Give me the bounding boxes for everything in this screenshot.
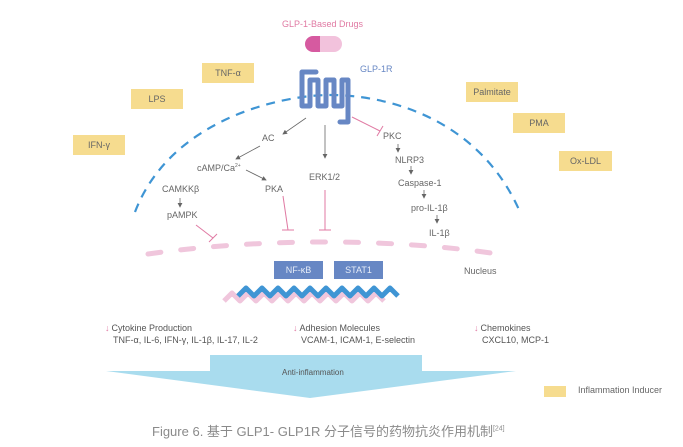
inducer-tnf-alpha: TNF-α: [202, 63, 254, 83]
effect-title: Adhesion Molecules: [299, 323, 381, 333]
effect-adhesion: ↓Adhesion Molecules VCAM-1, ICAM-1, E-se…: [293, 322, 415, 346]
arrow-receptor-ac: [282, 117, 307, 135]
cell-membrane: [133, 93, 522, 213]
down-arrow-icon: ↓: [293, 323, 298, 333]
dna-helix-icon: [222, 285, 400, 304]
node-camkkb: CAMKKβ: [162, 184, 200, 194]
node-pkc: PKC: [383, 131, 402, 141]
legend-label: Inflammation Inducer: [578, 385, 663, 395]
node-camp-ca-text: cAMP/Ca: [197, 163, 236, 173]
glp1r-receptor-icon: [299, 69, 351, 125]
inducer-ox-ldl: Ox-LDL: [559, 151, 612, 171]
node-pka: PKA: [265, 184, 284, 194]
inhibit-erk-nucleus: [319, 190, 331, 231]
tf-nfkb: NF-κB: [274, 261, 323, 279]
inducer-lps: LPS: [131, 89, 183, 109]
effect-chemokines: ↓Chemokines CXCL10, MCP-1: [474, 322, 549, 346]
node-erk: ERK1/2: [309, 172, 341, 182]
inducer-palmitate: Palmitate: [466, 82, 518, 102]
effect-items: VCAM-1, ICAM-1, E-selectin: [301, 335, 416, 345]
anti-inflammation-arrow: [106, 355, 516, 398]
effect-items: CXCL10, MCP-1: [482, 335, 550, 345]
drug-label: GLP-1-Based Drugs: [282, 19, 364, 29]
node-pro-il-1b: pro-IL-1β: [411, 203, 448, 213]
tf-stat1: STAT1: [334, 261, 383, 279]
inhibit-receptor-pkc: [351, 116, 384, 137]
node-pampk: pAMPK: [167, 210, 198, 220]
effect-title: Cytokine Production: [111, 323, 193, 333]
receptor-label: GLP-1R: [360, 64, 393, 74]
arrow-ac-camp: [235, 145, 261, 160]
caption-text: Figure 6. 基于 GLP1- GLP1R 分子信号的药物抗炎作用机制: [152, 424, 493, 439]
node-camp-ca: cAMP/Ca2+: [197, 163, 241, 173]
inducer-ifn-gamma: IFN-γ: [73, 135, 125, 155]
drug-capsule-icon: [305, 36, 342, 52]
node-ac: AC: [262, 133, 275, 143]
inhibit-pampk-nucleus: [195, 224, 218, 243]
effect-cytokine: ↓Cytokine Production TNF-α, IL-6, IFN-γ,…: [105, 322, 258, 346]
figure-caption: Figure 6. 基于 GLP1- GLP1R 分子信号的药物抗炎作用机制[2…: [152, 421, 505, 440]
arrow-camp-pka: [245, 169, 267, 181]
legend-swatch: [544, 386, 566, 397]
node-il-1b: IL-1β: [429, 228, 450, 238]
node-camp-ca-sup: 2+: [235, 163, 241, 169]
nuclear-membrane: [145, 239, 501, 257]
nucleus-label: Nucleus: [464, 266, 497, 276]
effect-title: Chemokines: [480, 323, 531, 333]
inducer-pma: PMA: [513, 113, 565, 133]
node-caspase-1: Caspase-1: [398, 178, 442, 188]
effect-items: TNF-α, IL-6, IFN-γ, IL-1β, IL-17, IL-2: [113, 335, 258, 345]
down-arrow-icon: ↓: [105, 323, 110, 333]
outcome-label: Anti-inflammation: [282, 368, 344, 377]
node-nlrp3: NLRP3: [395, 155, 425, 165]
caption-ref: [24]: [492, 425, 505, 433]
down-arrow-icon: ↓: [474, 323, 479, 333]
inhibit-pka-nucleus: [282, 195, 294, 231]
